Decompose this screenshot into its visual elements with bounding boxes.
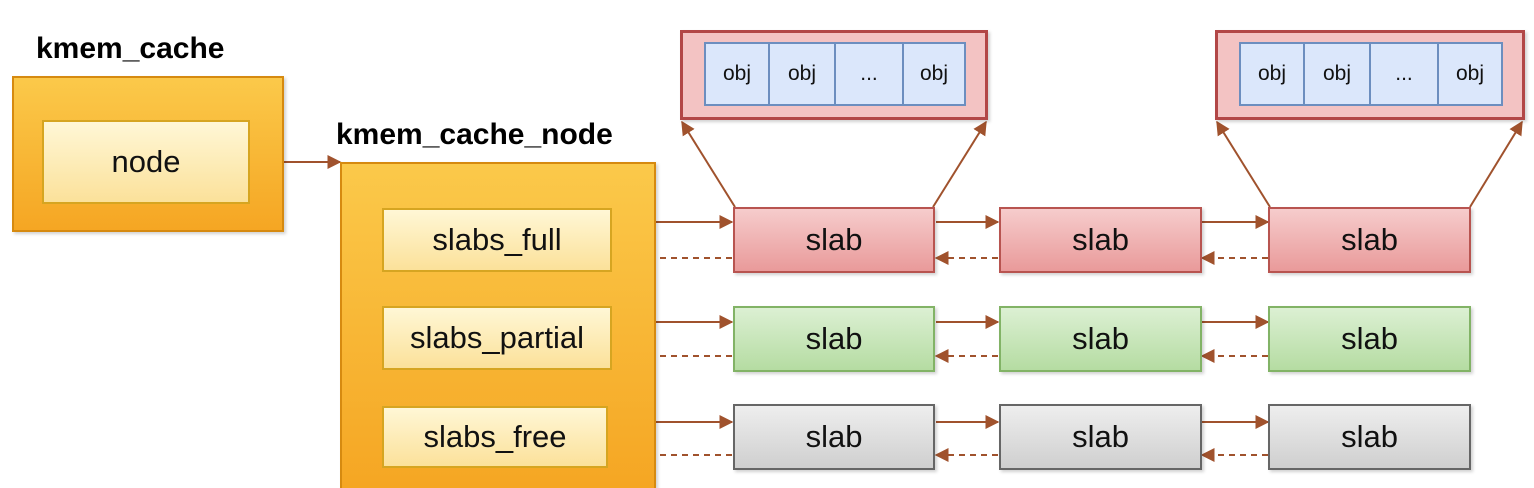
kmem-cache-node-title: kmem_cache_node — [336, 118, 613, 151]
slab-to-objects-right-arrow-2 — [1469, 120, 1523, 208]
free-slab: slab — [1268, 404, 1471, 470]
slab-to-objects-left-arrow-2 — [1216, 120, 1271, 208]
free-slab: slab — [999, 404, 1202, 470]
object-cell: obj — [902, 42, 966, 106]
object-cell: ... — [834, 42, 904, 106]
object-cell: obj — [1239, 42, 1305, 106]
free-slab: slab — [733, 404, 935, 470]
slabs-partial-field: slabs_partial — [382, 306, 612, 370]
kmem-cache-title: kmem_cache — [36, 32, 225, 65]
node-field: node — [42, 120, 250, 204]
object-cell: obj — [1437, 42, 1503, 106]
full-slab: slab — [733, 207, 935, 273]
partial-slab: slab — [733, 306, 935, 372]
partial-slab: slab — [1268, 306, 1471, 372]
full-slab: slab — [1268, 207, 1471, 273]
slabs-full-field: slabs_full — [382, 208, 612, 272]
object-cell: obj — [704, 42, 770, 106]
object-cell: obj — [768, 42, 836, 106]
full-slab: slab — [999, 207, 1202, 273]
partial-slab: slab — [999, 306, 1202, 372]
slab-to-objects-right-arrow-1 — [932, 120, 987, 208]
slabs-free-field: slabs_free — [382, 406, 608, 468]
object-cell: ... — [1369, 42, 1439, 106]
object-cell: obj — [1303, 42, 1371, 106]
slab-to-objects-left-arrow-1 — [681, 120, 736, 208]
